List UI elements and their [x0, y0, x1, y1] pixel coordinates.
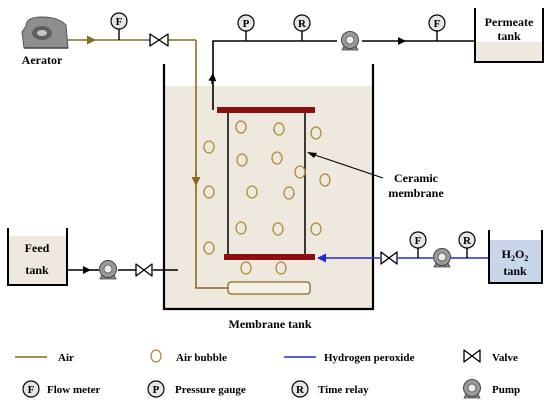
air-bubble	[235, 120, 247, 134]
feed-tank	[7, 228, 68, 286]
membrane-tank-liquid	[165, 86, 372, 308]
air-bubble	[319, 173, 331, 187]
air-bubble	[310, 126, 322, 140]
legend-item-air-bubble: Air bubble	[150, 349, 227, 364]
pump-icon	[433, 248, 451, 268]
ceramic-membrane-pointer	[307, 152, 384, 179]
legend-item-time-relay: R Time relay	[291, 380, 369, 398]
svg-text:F: F	[28, 384, 35, 396]
air-bubble	[271, 151, 283, 165]
legend-label: Air bubble	[176, 352, 227, 364]
valve-icon	[380, 251, 398, 265]
air-bubbles	[203, 120, 331, 275]
legend-item-air: Air	[15, 352, 74, 364]
ceramic-membrane-label-line2: membrane	[388, 186, 444, 200]
permeate-tank-label-line2: tank	[497, 29, 521, 43]
permeate-tank	[474, 8, 544, 63]
membrane-bottom-plate	[224, 254, 315, 260]
legend-label: Flow meter	[47, 384, 101, 396]
legend: Air Air bubble Hydrogen peroxide Valve F…	[15, 349, 520, 399]
membrane-top-plate	[217, 107, 315, 113]
pump-icon	[99, 260, 117, 280]
svg-text:F: F	[116, 16, 123, 28]
valve-icon	[135, 263, 153, 277]
aerator	[21, 16, 69, 49]
air-bubble	[272, 222, 284, 236]
h2o2-tank-label-formula: H2O2	[502, 247, 529, 263]
air-bubble	[294, 165, 306, 179]
air-bubble	[273, 122, 285, 136]
air-bubble	[236, 153, 248, 167]
time-relay-icon: R	[458, 231, 476, 249]
h2o2-tank-label-tank: tank	[503, 264, 527, 278]
legend-label: Pump	[492, 384, 520, 396]
air-bubble	[246, 185, 258, 199]
feed-tank-label-line2: tank	[25, 263, 49, 277]
svg-text:F: F	[434, 18, 441, 30]
air-bubble	[203, 241, 215, 255]
air-bubble	[203, 140, 215, 154]
legend-label: Pressure gauge	[175, 384, 246, 396]
air-diffuser	[227, 281, 311, 295]
air-line	[68, 35, 228, 289]
feed-tank-label-line1: Feed	[25, 241, 50, 255]
legend-label: Hydrogen peroxide	[324, 352, 414, 364]
permeate-tank-label-line1: Permeate	[485, 15, 534, 29]
ceramic-membrane-module	[217, 107, 315, 260]
air-bubble	[275, 261, 287, 275]
air-bubble	[203, 185, 215, 199]
ceramic-membrane-label-line1: Ceramic	[394, 171, 439, 185]
air-bubble	[283, 186, 295, 200]
legend-item-hydrogen-peroxide: Hydrogen peroxide	[284, 352, 414, 364]
aerator-label: Aerator	[22, 53, 63, 67]
air-bubble	[310, 222, 322, 236]
membrane-tank-label: Membrane tank	[229, 317, 312, 331]
permeate-line	[208, 37, 474, 110]
svg-text:P: P	[243, 18, 250, 30]
membrane-tank-walls	[162, 64, 375, 311]
legend-item-pressure-gauge: P Pressure gauge	[147, 380, 246, 398]
legend-label: Air	[58, 352, 74, 364]
legend-item-flow-meter: F Flow meter	[22, 380, 101, 398]
svg-text:F: F	[415, 235, 422, 247]
valve-icon	[149, 33, 169, 47]
svg-text:R: R	[296, 384, 305, 396]
air-bubble	[240, 261, 252, 275]
pressure-gauge-icon: P	[237, 14, 255, 32]
air-bubble	[235, 221, 247, 235]
pump-icon	[341, 31, 359, 51]
legend-item-pump	[463, 379, 481, 399]
svg-text:P: P	[153, 384, 160, 396]
flow-meter-icon: F	[409, 231, 427, 249]
legend-label: Valve	[492, 352, 518, 364]
flow-meter-icon: F	[110, 12, 128, 30]
svg-text:R: R	[463, 235, 472, 247]
membrane-tank	[162, 64, 375, 311]
svg-text:R: R	[298, 18, 307, 30]
flow-meter-icon: F	[428, 14, 446, 32]
legend-item-valve: Valve	[463, 349, 518, 364]
time-relay-icon: R	[293, 14, 311, 32]
legend-label: Time relay	[318, 384, 369, 396]
h2o2-tank	[488, 230, 543, 284]
